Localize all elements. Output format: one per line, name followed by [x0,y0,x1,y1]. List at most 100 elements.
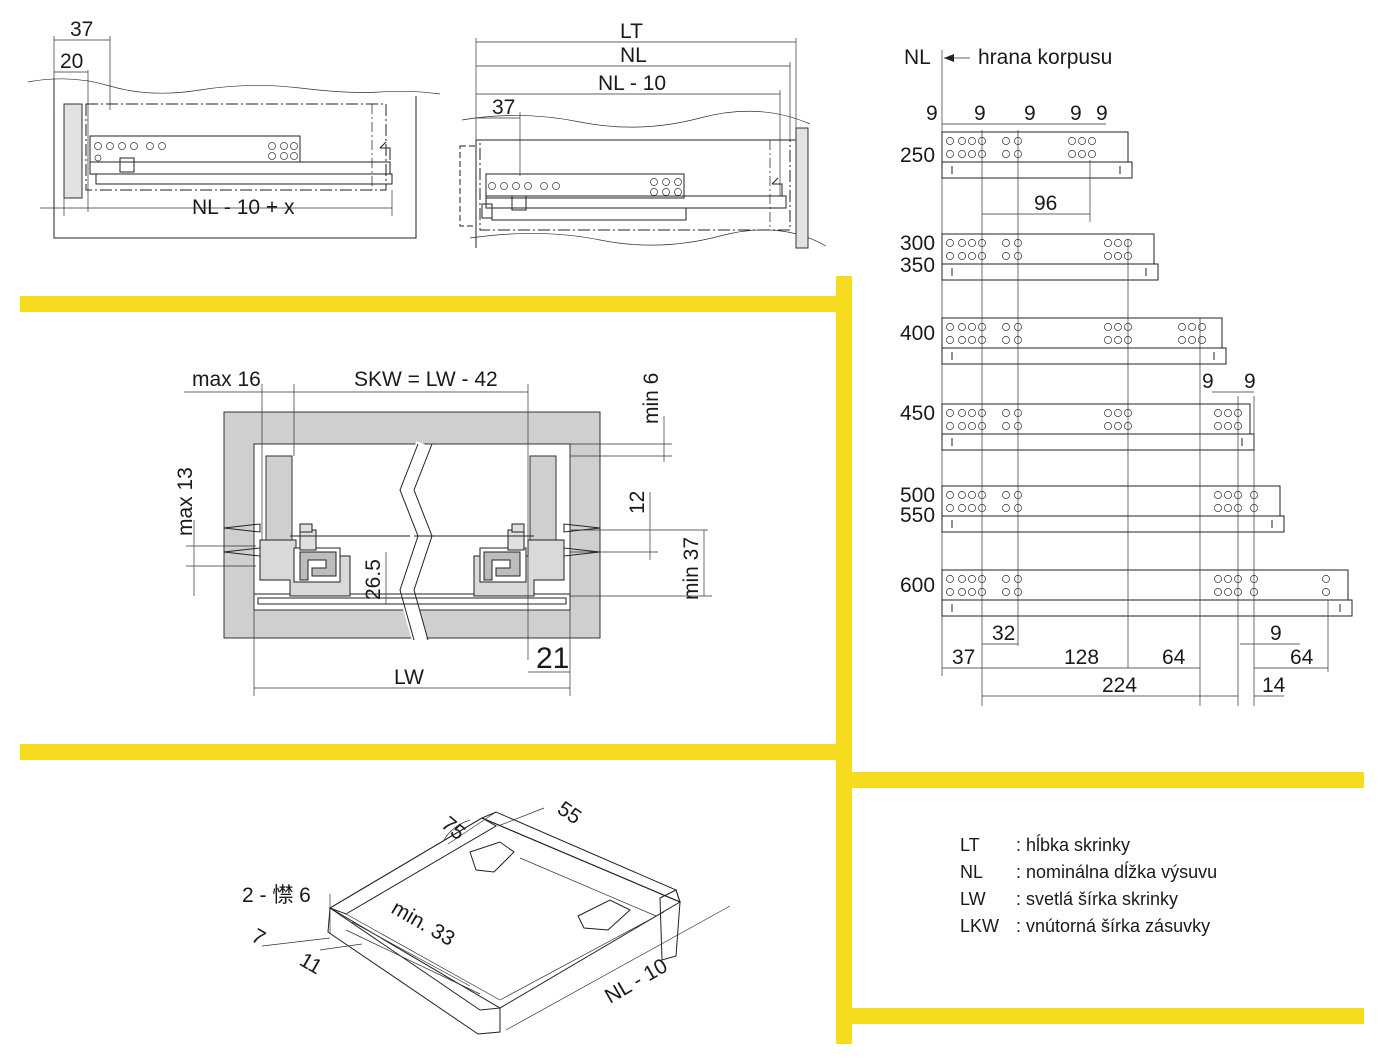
rail-hole [1214,422,1222,430]
rail-base [941,347,1227,365]
dim-lw: LW [394,666,424,689]
rail-hole [968,422,976,430]
rail-hole [1224,588,1232,596]
nine-1: 9 [926,102,938,125]
dim-nl-10-top: NL - 10 [598,72,666,95]
rail-hole [946,409,954,417]
rail-hole [1114,422,1122,430]
rail-hole [968,150,976,158]
dim-nl-10-x: NL - 10 + x [192,196,295,219]
dim-7: 7 [248,924,270,950]
rail-hole [958,491,966,499]
rail-hole [1002,504,1010,512]
rail-hole [1322,588,1330,596]
rail-hole [1188,323,1196,331]
rail-hole [1104,336,1112,344]
rail-hole [968,409,976,417]
dim-64a: 64 [1162,646,1186,669]
dim-skw: SKW = LW - 42 [354,368,498,391]
rail-hole [968,336,976,344]
dim-64b: 64 [1290,646,1314,669]
size-600: 600 [900,574,935,597]
dim-37: 37 [70,18,93,41]
rail-hole [1002,588,1010,596]
rail-hole [1088,137,1096,145]
rail-hole-pattern-view: NL hrana korpusu 9 9 9 9 9 250 300 350 4… [900,46,1353,706]
rail-hole [1198,323,1206,331]
rail-base [941,433,1255,451]
rail-base [941,515,1285,533]
rail-hole [1002,150,1010,158]
legend-desc-lt: : hĺbka skrinky [1016,834,1130,855]
dim-75: 75 [437,812,470,845]
rail-hole [1002,137,1010,145]
rail-hole [946,491,954,499]
rail-hole [1002,323,1010,331]
rail-hole [1104,422,1112,430]
rail-profile [941,403,1251,435]
rail-hole [1214,588,1222,596]
rail-hole [1214,409,1222,417]
dim-nl-top: NL [620,44,647,67]
rail-hole [958,588,966,596]
rail-hole [968,252,976,260]
rails-edge-label: hrana korpusu [978,46,1112,69]
rail-hole [1002,252,1010,260]
rail-hole [1002,336,1010,344]
dim-min6: min 6 [640,373,663,424]
rail-hole [946,239,954,247]
rail-hole [946,252,954,260]
dim-20: 20 [60,50,83,73]
rail-hole [1104,239,1112,247]
size-500: 500 [900,484,935,507]
rail-hole [1068,150,1076,158]
rail-profile [941,131,1129,163]
rail-hole [1178,323,1186,331]
dim-max13: max 13 [174,467,197,536]
rail-base [941,263,1159,281]
rail-hole [1088,150,1096,158]
rail-hole [946,422,954,430]
dim-37-top: 37 [492,96,515,119]
rail-base [941,161,1133,179]
rail-hole [1224,422,1232,430]
rail-hole [958,409,966,417]
rail-profile [941,569,1349,601]
rail-profile [941,317,1223,349]
rail-hole [958,239,966,247]
nine-2: 9 [974,102,986,125]
side-nine-2: 9 [1244,370,1256,393]
rail-hole [958,504,966,512]
dim-9-bottom: 9 [1270,622,1282,645]
legend-key-lw: LW [960,889,986,909]
rail-hole [1188,336,1196,344]
nine-4: 9 [1070,102,1082,125]
rail-hole [946,150,954,158]
rails-nl-label: NL [904,46,931,69]
rail-hole [1068,137,1076,145]
size-250: 250 [900,144,935,167]
rail-hole [958,252,966,260]
legend-desc-nl: : nominálna dĺžka výsuvu [1016,861,1217,882]
rail-hole [968,588,976,596]
legend-key-lt: LT [960,835,980,855]
rail-hole [946,137,954,145]
dim-11: 11 [296,948,326,979]
rail-hole [1224,575,1232,583]
rail-hole [1002,422,1010,430]
rail-hole [1114,409,1122,417]
rail-hole [968,504,976,512]
yellow-dividers [20,276,1364,1044]
rail-hole [1078,137,1086,145]
legend-key-lkw: LKW [960,916,999,936]
rail-hole [958,575,966,583]
rail-hole [968,239,976,247]
dim-96: 96 [1034,192,1057,215]
rail-hole [958,336,966,344]
side-nine-1: 9 [1202,370,1214,393]
rail-hole [946,588,954,596]
legend: LT : hĺbka skrinky NL : nominálna dĺžka … [960,834,1217,936]
rail-hole [1224,491,1232,499]
